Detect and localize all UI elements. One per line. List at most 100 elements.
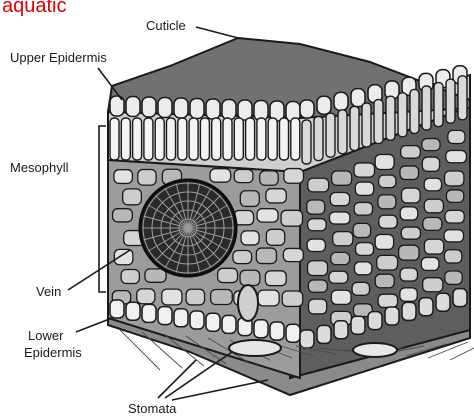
mesophyll-cell: [333, 232, 353, 246]
mesophyll-cell: [400, 166, 419, 180]
epidermis-cell: [190, 99, 204, 119]
mesophyll-cell: [401, 227, 420, 239]
lower-epidermis-cell: [368, 312, 382, 330]
mesophyll-cell: [422, 139, 440, 151]
mesophyll-cell: [162, 289, 182, 305]
palisade-cell: [155, 118, 164, 160]
mesophyll-cell: [256, 248, 276, 263]
lower-epidermis-cell: [419, 298, 433, 316]
lower-epidermis-cell: [402, 302, 416, 320]
label-vein: Vein: [36, 284, 61, 299]
mesophyll-cell: [281, 210, 302, 226]
palisade-cell: [200, 118, 209, 160]
mesophyll-cell: [211, 289, 233, 304]
lower-epidermis-cell: [334, 321, 348, 339]
mesophyll-cell: [308, 261, 328, 276]
mesophyll-cell: [424, 199, 443, 213]
mesophyll-cell: [240, 191, 259, 207]
mesophyll-cell: [422, 157, 439, 171]
palisade-cell: [234, 118, 243, 160]
mesophyll-cell: [399, 245, 419, 260]
mesophyll-cell: [352, 282, 369, 295]
palisade-cell: [246, 118, 255, 160]
mesophyll-cell: [331, 290, 351, 304]
palisade-cell: [144, 118, 153, 160]
palisade-cell: [326, 113, 335, 157]
palisade-cell: [374, 100, 383, 144]
mesophyll-cell: [402, 188, 421, 203]
mesophyll-cell: [424, 239, 443, 254]
mesophyll-cell: [330, 212, 350, 224]
mesophyll-cell: [284, 169, 304, 184]
palisade-cell: [338, 110, 347, 154]
palisade-cell: [410, 89, 419, 133]
lower-epidermis-cell: [174, 309, 188, 327]
mesophyll-cell: [307, 200, 325, 214]
leader-stomata-1: [158, 360, 196, 398]
mesophyll-cell: [379, 215, 397, 228]
mesophyll-cell: [240, 270, 260, 285]
epidermis-cell: [238, 100, 252, 120]
mesophyll-cell: [446, 190, 463, 202]
mesophyll-cell: [354, 202, 372, 215]
palisade-cell: [458, 76, 467, 120]
epidermis-cell: [300, 100, 314, 118]
mesophyll-cell: [377, 255, 398, 270]
vein-bundle: [140, 180, 236, 276]
lower-epidermis-cell: [286, 324, 300, 342]
mesophyll-cell: [210, 169, 231, 182]
mesophyll-cell: [114, 170, 132, 184]
palisade-cell: [398, 93, 407, 137]
mesophyll-cell: [145, 269, 166, 282]
lower-epidermis-cell: [142, 304, 156, 322]
lower-epidermis-cell: [110, 300, 124, 318]
mesophyll-cell: [354, 262, 371, 275]
palisade-cell: [212, 118, 221, 160]
header-title: aquatic: [2, 0, 67, 17]
lower-epidermis-cell: [190, 311, 204, 329]
palisade-cell: [178, 118, 187, 160]
lower-epidermis-cell: [453, 289, 467, 307]
lower-epidermis-cell: [222, 315, 236, 333]
mesophyll-cell: [400, 288, 417, 301]
mesophyll-cell: [137, 289, 155, 304]
mesophyll-cell: [266, 189, 286, 203]
mesophyll-cell: [282, 291, 303, 306]
lower-epidermis-cell: [270, 322, 284, 340]
epidermis-cell: [142, 97, 156, 117]
mesophyll-cell: [378, 195, 396, 209]
palisade-cell: [167, 118, 176, 160]
palisade-cell: [110, 118, 119, 160]
palisade-cell: [434, 83, 443, 127]
mesophyll-cell: [423, 278, 443, 292]
mesophyll-cell: [424, 178, 441, 191]
lower-epidermis-cell: [158, 307, 172, 325]
mesophyll-cell: [445, 210, 464, 223]
mesophyll-cell: [123, 189, 142, 205]
mesophyll-cell: [400, 268, 417, 281]
mesophyll-cell: [375, 274, 394, 288]
palisade-cell: [257, 118, 266, 160]
mesophyll-cell: [401, 146, 421, 159]
palisade-cell: [121, 118, 130, 160]
mesophyll-cell: [114, 249, 133, 264]
mesophyll-cell: [378, 294, 397, 307]
mesophyll-cell: [138, 170, 156, 186]
mesophyll-cell: [258, 290, 279, 306]
mesophyll-cell: [448, 130, 465, 143]
mesophyll-cell: [308, 219, 327, 231]
mesophyll-cell: [445, 171, 464, 186]
leaf-block: [108, 38, 474, 395]
palisade-cell: [314, 117, 323, 161]
mesophyll-cell: [445, 271, 462, 284]
lower-epidermis-cell: [385, 307, 399, 325]
epidermis-cell: [174, 98, 188, 118]
mesophyll-cell: [423, 217, 442, 230]
palisade-cell: [268, 118, 277, 160]
mesophyll-cell: [375, 155, 394, 170]
palisade-cell: [189, 118, 198, 160]
label-mesophyll: Mesophyll: [10, 160, 69, 175]
mesophyll-cell: [266, 229, 284, 245]
stoma-3: [238, 285, 258, 321]
palisade-cell: [362, 103, 371, 147]
